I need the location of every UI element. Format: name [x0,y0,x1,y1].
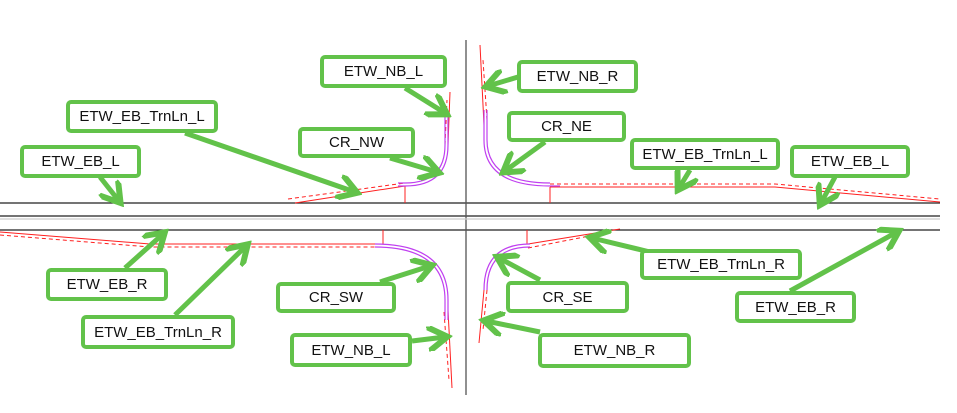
label-etw-eb-r-right: ETW_EB_R [735,291,856,323]
label-cr-ne: CR_NE [507,111,626,142]
label-cr-se: CR_SE [506,281,629,313]
label-cr-nw: CR_NW [298,127,415,158]
label-etw-nb-l-bottom: ETW_NB_L [290,333,412,367]
callout-arrows [98,77,897,341]
label-etw-nb-r-top: ETW_NB_R [517,60,638,93]
label-etw-eb-l-right: ETW_EB_L [790,145,910,178]
label-etw-eb-trnln-l-left: ETW_EB_TrnLn_L [66,100,218,133]
label-etw-nb-l-top: ETW_NB_L [320,55,447,88]
label-etw-eb-l-left: ETW_EB_L [20,145,141,178]
label-etw-eb-trnln-r-right: ETW_EB_TrnLn_R [640,249,802,280]
label-etw-eb-trnln-r-left: ETW_EB_TrnLn_R [81,315,235,349]
label-etw-eb-trnln-l-right: ETW_EB_TrnLn_L [630,138,780,170]
label-etw-eb-r-left: ETW_EB_R [46,268,168,301]
label-etw-nb-r-bottom: ETW_NB_R [538,333,691,368]
label-cr-sw: CR_SW [276,282,396,313]
